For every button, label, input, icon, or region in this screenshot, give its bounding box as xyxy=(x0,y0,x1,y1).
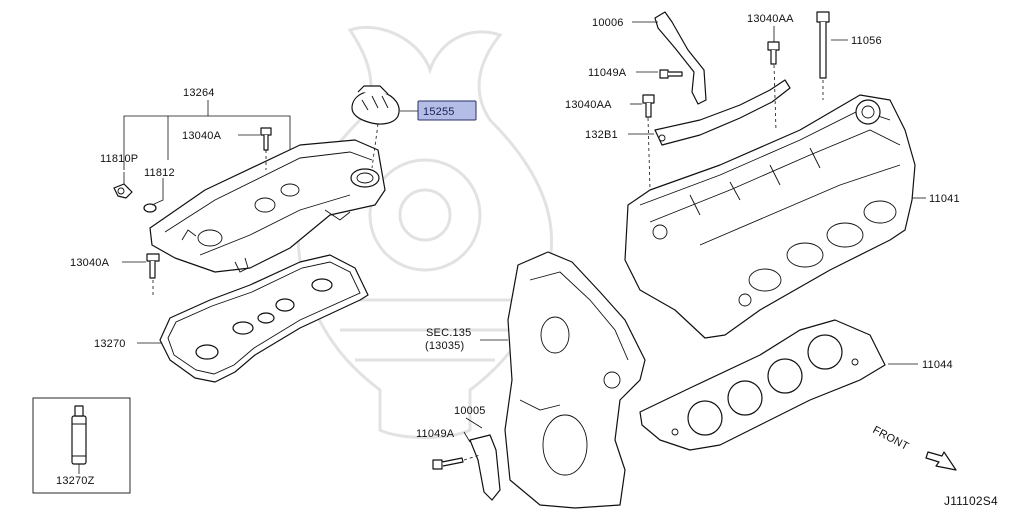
bolt-13040a-left[interactable] xyxy=(146,253,160,279)
bolt-11049a-bottom[interactable] xyxy=(432,457,464,470)
label-13040aa-top: 13040AA xyxy=(747,13,794,25)
head-gasket[interactable] xyxy=(639,319,886,451)
diagram-code: J11102S4 xyxy=(944,494,998,508)
label-13040a-left: 13040A xyxy=(70,257,110,269)
label-15255-highlighted[interactable]: 15255 xyxy=(423,106,455,118)
label-11049a-bottom: 11049A xyxy=(416,428,455,440)
leader-lines-right xyxy=(463,21,926,443)
bolt-11056[interactable] xyxy=(816,11,830,79)
bolt-11049a-top[interactable] xyxy=(659,69,683,79)
leader-lines-left xyxy=(122,100,418,344)
label-11812: 11812 xyxy=(144,167,175,179)
label-13270: 13270 xyxy=(94,338,126,350)
highlight-box xyxy=(417,100,477,121)
label-13040a-top: 13040A xyxy=(182,130,222,142)
valve-cover[interactable] xyxy=(149,139,386,273)
front-cover-sec135 xyxy=(504,251,646,509)
sealant-tube-icon xyxy=(71,405,87,465)
label-11041: 11041 xyxy=(929,193,960,205)
bracket-10006[interactable] xyxy=(654,11,707,105)
label-13264: 13264 xyxy=(183,87,215,99)
label-13270z: 13270Z xyxy=(56,475,95,487)
bracket-10005[interactable] xyxy=(469,434,501,501)
label-13040aa-mid: 13040AA xyxy=(565,99,612,111)
bracket-132b1[interactable] xyxy=(654,79,791,146)
front-arrow-icon xyxy=(925,451,957,471)
label-10006: 10006 xyxy=(592,17,624,29)
label-132b1: 132B1 xyxy=(585,129,618,141)
o-ring-11812[interactable] xyxy=(143,203,157,213)
label-10005: 10005 xyxy=(454,405,486,417)
valve-cover-gasket[interactable] xyxy=(159,254,369,383)
bolt-13040a-top[interactable] xyxy=(260,127,272,151)
cylinder-head[interactable] xyxy=(624,94,916,339)
label-sec135-ref: (13035) xyxy=(425,340,464,352)
part-labels: 13264 13040A 11810P 11812 13040A 13270 1… xyxy=(56,13,998,508)
sensor-11810p[interactable] xyxy=(113,183,133,199)
oil-filler-cap[interactable] xyxy=(351,85,400,125)
label-11810p: 11810P xyxy=(100,153,138,165)
label-11049a-top: 11049A xyxy=(588,67,627,79)
label-sec135: SEC.135 xyxy=(426,327,471,339)
label-11056: 11056 xyxy=(851,35,882,47)
label-11044: 11044 xyxy=(922,359,953,371)
front-label: FRONT xyxy=(871,424,911,453)
sealant-box xyxy=(32,397,131,494)
bolt-13040aa-top[interactable] xyxy=(767,41,780,65)
bolt-13040aa-mid[interactable] xyxy=(642,94,655,118)
